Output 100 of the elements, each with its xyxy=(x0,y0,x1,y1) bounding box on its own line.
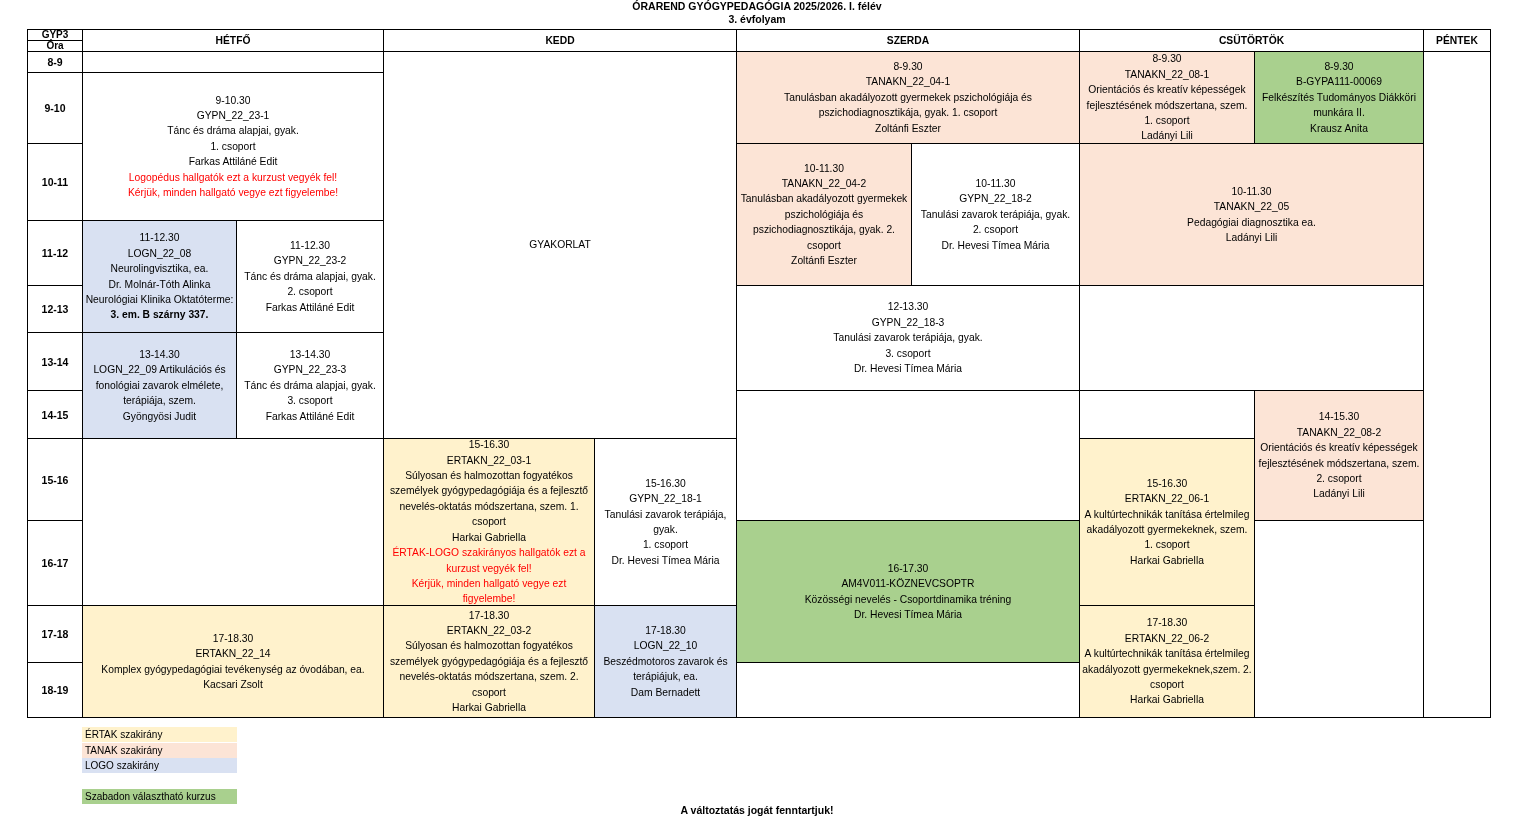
legend-label: LOGO szakirány xyxy=(84,760,159,771)
day-name: HÉTFŐ xyxy=(215,33,251,48)
warning-note: Kérjük, minden hallgató vegye ezt figyelembe! xyxy=(127,186,339,200)
hour-label: 14-15 xyxy=(41,408,69,421)
course-text: 8-9.30 xyxy=(893,60,923,74)
course-text: GYPN_22_18-3 xyxy=(871,315,945,330)
course-cell xyxy=(237,333,384,439)
course-cell xyxy=(83,606,384,718)
empty-slot-cell xyxy=(737,663,1080,718)
course-text: 2. csoport xyxy=(1316,471,1362,486)
course-text: Ladányi Lili xyxy=(1141,129,1193,143)
course-text: Tanulási zavarok terápiája, gyak. xyxy=(603,507,728,537)
course-text: 3. csoport xyxy=(287,394,333,409)
course-text: Tánc és dráma alapjai, gyak. xyxy=(244,269,376,284)
course-text: 17-18.30 xyxy=(212,631,254,646)
warning-note: Logopédus hallgatók ezt a kurzust vegyék fel! xyxy=(128,170,338,185)
empty-slot-cell xyxy=(1080,391,1255,439)
course-cell xyxy=(1255,52,1424,144)
course-cell xyxy=(1255,391,1424,521)
course-cell xyxy=(1080,52,1255,144)
course-text: A kultúrtechnikák tanítása értelmileg akadályozott gyermekeknek,szem. 2. csoport xyxy=(1082,647,1252,692)
course-text: 10-11.30 xyxy=(975,177,1016,191)
course-text: GYAKORLAT xyxy=(529,238,591,253)
course-text: TANAKN_22_04-1 xyxy=(865,75,951,90)
legend-label: TANAK szakirány xyxy=(84,745,163,756)
course-text: Farkas Attiláné Edit xyxy=(188,155,278,170)
year-subtitle: 3. évfolyam xyxy=(728,13,786,26)
course-text: 15-16.30 xyxy=(1146,476,1188,491)
course-cell xyxy=(595,439,737,606)
day-header-cell xyxy=(1424,30,1491,52)
course-text: ERTAKN_22_06-2 xyxy=(1124,631,1210,646)
course-text: LOGN_22_09 Artikulációs és fonológiai zavarok elmélete, terápiája, szem. xyxy=(92,363,227,409)
course-text: 12-13.30 xyxy=(887,300,929,315)
course-text: 14-15.30 xyxy=(1318,410,1360,425)
course-text: Harkai Gabriella xyxy=(452,701,526,715)
course-text: Harkai Gabriella xyxy=(1130,553,1204,568)
course-cell xyxy=(83,333,237,439)
course-text: A kultúrtechnikák tanítása értelmileg akadályozott gyermekeknek, szem. 1. csoport xyxy=(1083,507,1251,553)
course-text: Tanulásban akadályozott gyermekek pszichológiája és pszichodiagnosztikája, gyak. 1. csoport xyxy=(783,90,1033,121)
course-text: Dr. Hevesi Tímea Mária xyxy=(854,362,962,377)
hour-label: 11-12 xyxy=(41,247,69,259)
course-text: Tanulási zavarok terápiája, gyak. xyxy=(920,207,1071,222)
course-text: Beszédmotoros zavarok és terápiájuk, ea. xyxy=(602,654,729,685)
warning-note: Kérjük, minden hallgató vegye ezt figyelembe! xyxy=(410,576,568,605)
course-text: Neurolingvisztika, ea. xyxy=(110,262,209,277)
course-cell xyxy=(737,52,1080,144)
course-text: Komplex gyógypedagógiai tevékenység az óvodában, ea. xyxy=(101,662,365,677)
course-text: Harkai Gabriella xyxy=(452,530,526,545)
course-text: Farkas Attiláné Edit xyxy=(265,300,355,315)
course-cell xyxy=(737,144,912,286)
day-header-cell xyxy=(737,30,1080,52)
course-cell xyxy=(737,521,1080,663)
course-text: 13-14.30 xyxy=(139,348,180,362)
course-text: Gyöngyösi Judit xyxy=(122,409,197,424)
course-text: 10-11.30 xyxy=(1231,184,1272,199)
day-header-cell xyxy=(1080,30,1424,52)
course-cell xyxy=(595,606,737,718)
hour-label: 8-9 xyxy=(47,56,63,68)
footer-note: A változtatás jogát fenntartjuk! xyxy=(680,804,834,817)
course-text: Zoltánfi Eszter xyxy=(791,254,857,268)
course-text: ERTAKN_22_03-1 xyxy=(446,453,532,468)
group-label: GYP3 xyxy=(28,30,82,41)
day-header-cell xyxy=(83,30,384,52)
course-text: 3. em. B szárny 337. xyxy=(110,308,209,323)
course-cell xyxy=(1080,144,1424,286)
empty-slot-cell xyxy=(737,391,1080,521)
course-cell xyxy=(1080,606,1255,718)
course-text: Ladányi Lili xyxy=(1225,230,1278,245)
course-text: Dr. Molnár-Tóth Alinka xyxy=(108,277,211,292)
course-cell xyxy=(83,221,237,333)
course-text: 1. csoport xyxy=(210,139,256,154)
course-text: 17-18.30 xyxy=(468,608,510,623)
course-text: TANAKN_22_05 xyxy=(1213,200,1290,215)
legend-label: ÉRTAK szakirány xyxy=(84,729,163,740)
course-text: LOGN_22_08 xyxy=(127,246,192,261)
course-cell xyxy=(1080,439,1255,606)
course-text: B-GYPA111-00069 xyxy=(1296,75,1382,90)
course-text: 2. csoport xyxy=(972,223,1019,238)
hour-label: 16-17 xyxy=(41,557,69,569)
course-text: Neurológiai Klinika Oktatóterme: xyxy=(85,292,234,307)
course-text: TANAKN_22_08-1 xyxy=(1124,67,1210,82)
course-text: Farkas Attiláné Edit xyxy=(265,409,355,424)
hour-label: 13-14 xyxy=(41,355,69,368)
course-text: 13-14.30 xyxy=(289,348,331,362)
course-text: 1. csoport xyxy=(1144,113,1190,128)
course-cell xyxy=(912,144,1080,286)
course-text: Tánc és dráma alapjai, gyak. xyxy=(167,124,299,139)
course-text: Tanulásban akadályozott gyermekek pszichológiája és pszichodiagnosztikája, gyak. 2. csoport xyxy=(739,192,909,253)
course-text: 3. csoport xyxy=(885,346,931,361)
course-text: 17-18.30 xyxy=(1146,616,1188,631)
practice-cell xyxy=(384,52,737,439)
course-text: ERTAKN_22_06-1 xyxy=(1124,492,1210,507)
course-text: 17-18.30 xyxy=(645,624,686,638)
course-text: 2. csoport xyxy=(287,285,333,300)
day-name: PÉNTEK xyxy=(1436,33,1478,48)
course-text: Orientációs és kreatív képességek fejlesztésének módszertana, szem. xyxy=(1085,83,1249,113)
hour-column-header: Óra xyxy=(46,41,64,51)
course-text: Orientációs és kreatív képességek fejlesztésének módszertana, szem. xyxy=(1257,441,1421,471)
course-text: GYPN_22_18-2 xyxy=(959,192,1032,207)
course-text: Krausz Anita xyxy=(1310,121,1368,136)
